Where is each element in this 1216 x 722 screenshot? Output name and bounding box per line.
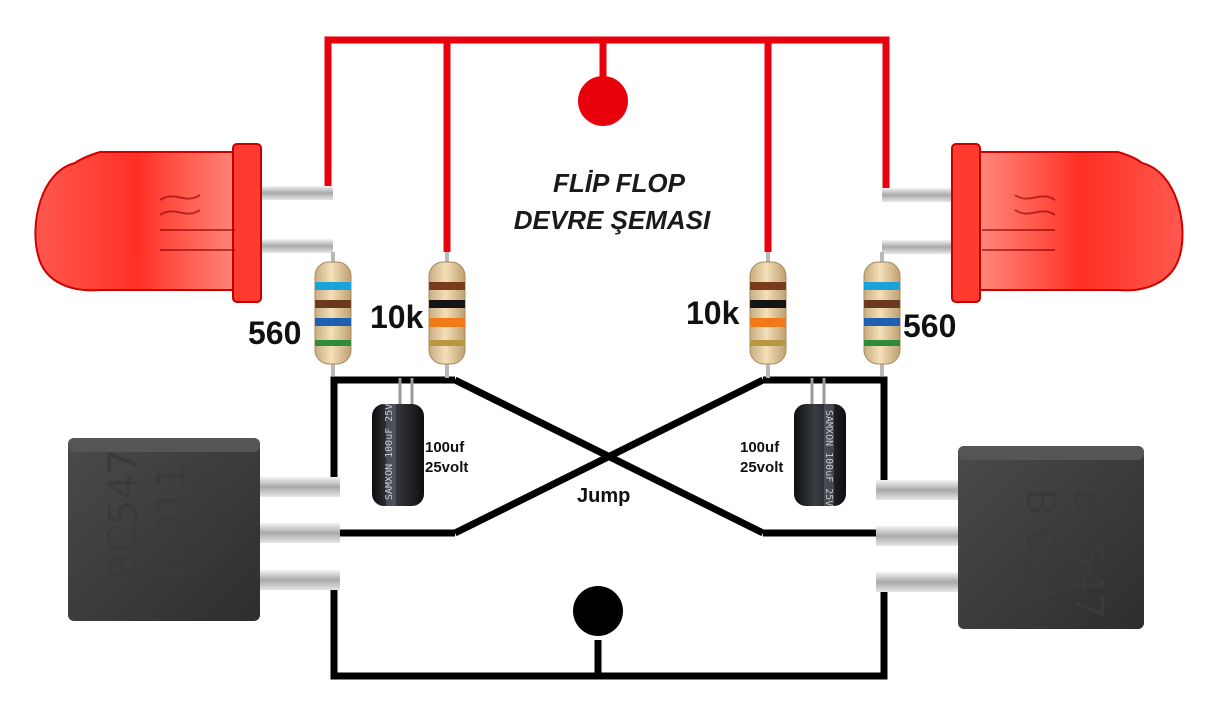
- led-right-internal: [982, 194, 1056, 251]
- led-right-leg-top: [882, 188, 956, 202]
- label-10k-right: 10k: [686, 295, 740, 331]
- negative-rail: [330, 376, 888, 680]
- wire-left-collector: [330, 376, 455, 488]
- label-cap-left-voltage: 25volt: [425, 459, 468, 476]
- led-right-leg-bottom: [882, 240, 956, 254]
- transistor-right: BC547 B 011: [876, 446, 1144, 629]
- led-left-lens: [34, 151, 241, 292]
- cross-wire-b: [453, 376, 765, 537]
- capacitor-right-print: SAMXON 100uF 25V: [823, 410, 834, 506]
- led-left: [34, 143, 333, 303]
- resistor-560-left: [314, 252, 352, 376]
- rail-top-wire: [324, 36, 890, 192]
- resistor-10k-left: [428, 252, 466, 378]
- resistor-10k-right: [749, 252, 787, 378]
- rail-bottom-wire: [330, 590, 888, 680]
- led-right-rim: [951, 143, 981, 303]
- transistor-left-label-1: BC547: [101, 449, 147, 580]
- transistor-left-label-2: B 011: [149, 463, 195, 580]
- title-line-1: FLİP FLOP: [553, 168, 686, 198]
- label-560-right: 560: [903, 308, 956, 344]
- led-right: [882, 143, 1184, 303]
- positive-terminal: [578, 76, 628, 126]
- label-jump: Jump: [577, 485, 630, 507]
- label-cap-left-value: 100uf: [425, 439, 465, 456]
- led-right-lens: [977, 151, 1184, 292]
- capacitor-left: SAMXON 100uF 25V: [372, 378, 424, 506]
- transistor-right-label-1: BC547: [1065, 488, 1111, 619]
- label-560-left: 560: [248, 315, 301, 351]
- label-cap-right-voltage: 25volt: [740, 459, 783, 476]
- positive-rail: [324, 36, 890, 252]
- led-left-leg-top: [255, 186, 333, 200]
- led-left-internal: [159, 194, 235, 251]
- led-left-leg-bottom: [255, 239, 333, 253]
- negative-terminal: [573, 586, 623, 636]
- label-cap-right-value: 100uf: [740, 439, 780, 456]
- capacitor-right: SAMXON 100uF 25V: [794, 378, 846, 506]
- title-line-2: DEVRE ŞEMASI: [514, 205, 711, 235]
- capacitor-left-print: SAMXON 100uF 25V: [384, 404, 395, 500]
- transistor-left: BC547 B 011: [68, 438, 340, 621]
- wire-right-collector: [763, 376, 888, 488]
- transistor-right-label-2: B 011: [1017, 488, 1063, 605]
- label-10k-left: 10k: [370, 299, 424, 335]
- led-left-rim: [232, 143, 262, 303]
- resistor-560-right: [863, 252, 901, 376]
